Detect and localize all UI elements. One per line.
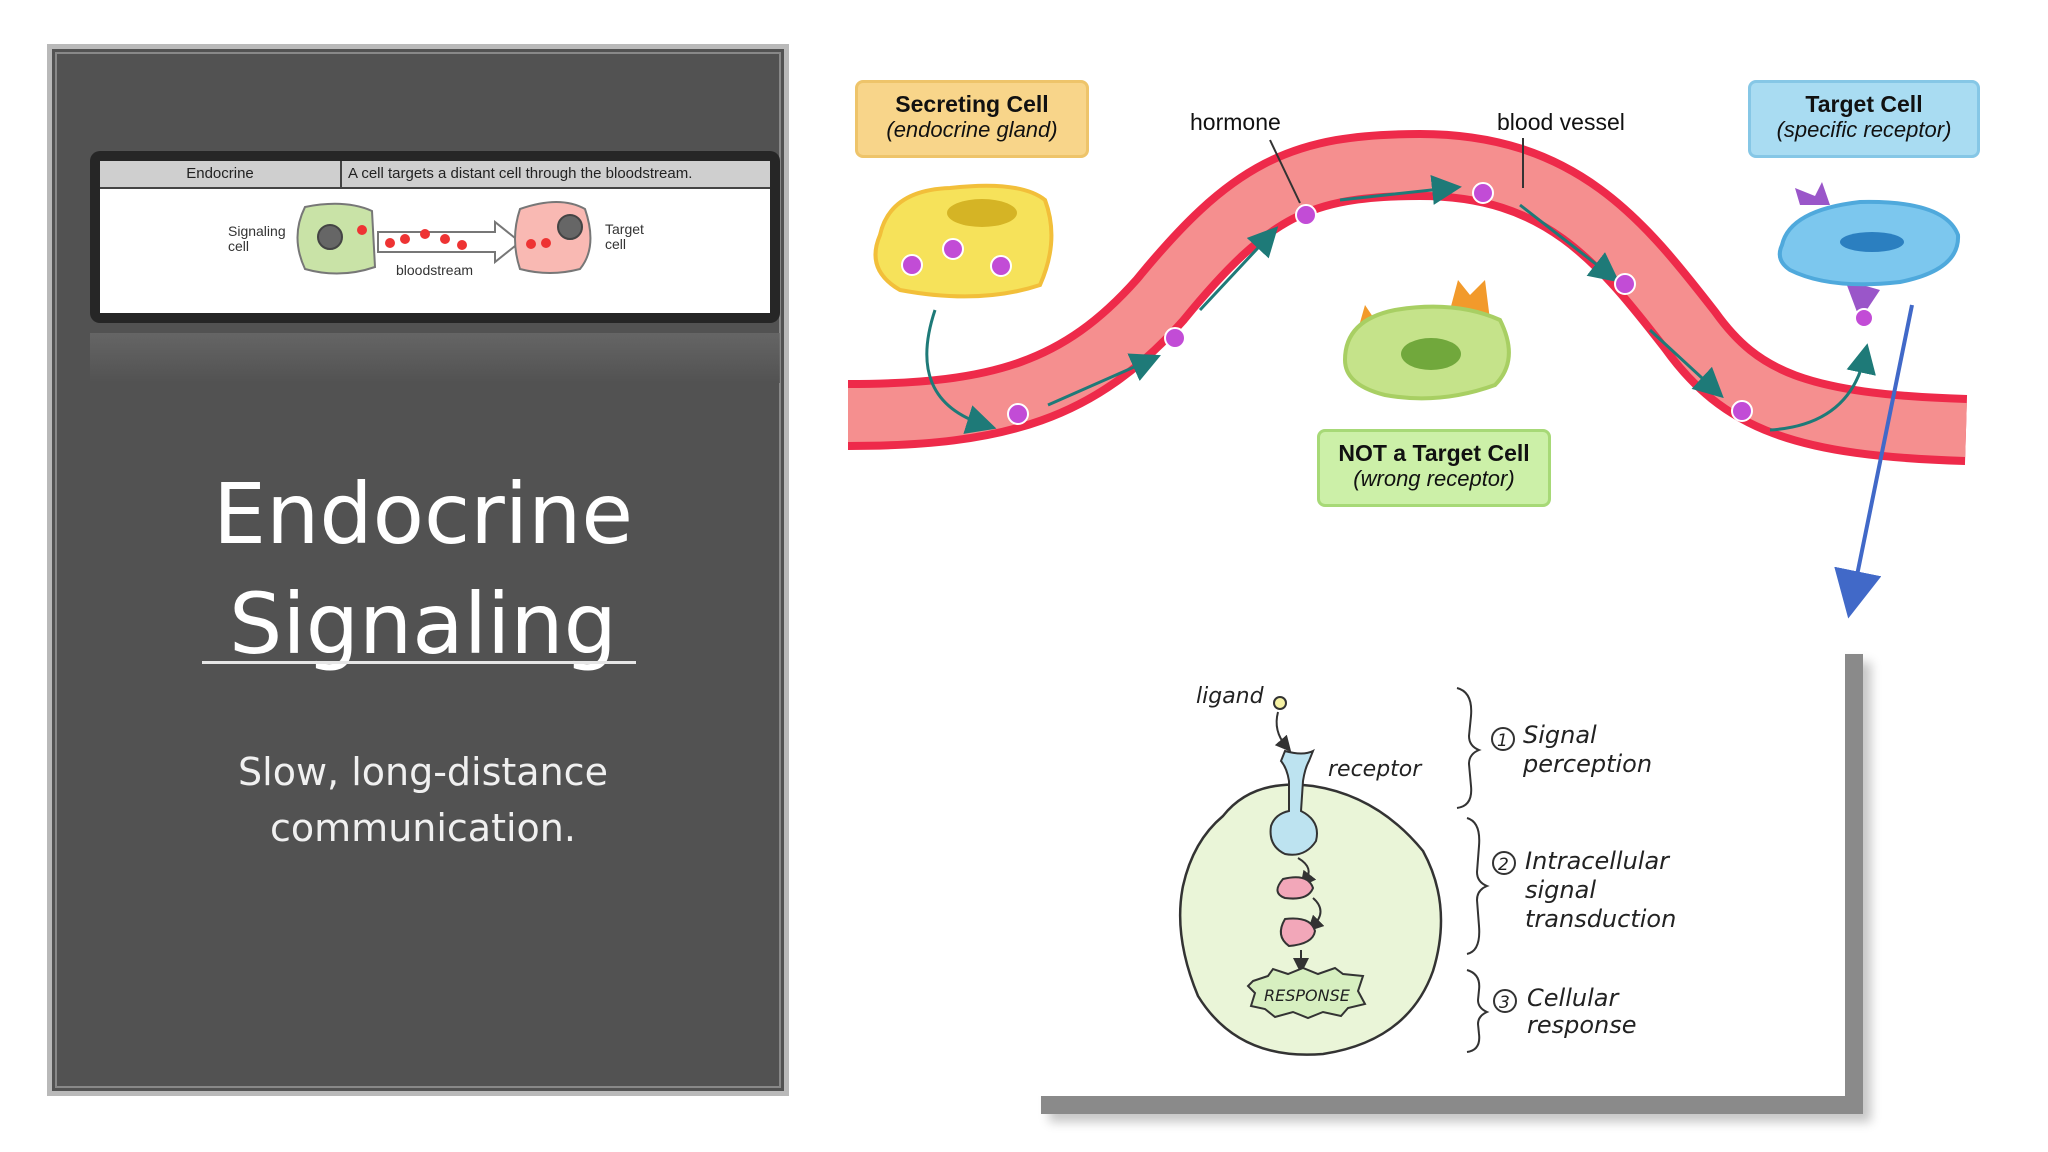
flow-arrow-4 — [1519, 203, 1620, 283]
step-1-line-2: perception — [1522, 750, 1652, 778]
title-divider — [202, 661, 636, 664]
blood-vessel-label: blood vessel — [1497, 109, 1625, 135]
slide-title: Endocrine Signaling — [52, 459, 794, 679]
thumb-target-label-1: Target — [605, 221, 644, 237]
ligand-molecule — [1273, 696, 1287, 710]
step-1-line-1: Signal — [1523, 721, 1597, 749]
slide-subtitle: Slow, long-distance communication. — [112, 744, 734, 856]
target-receptor-bottom — [1845, 280, 1880, 320]
response-label: RESPONSE — [1264, 986, 1351, 1005]
blood-vessel-lumen — [847, 137, 1967, 457]
brace-step-1 — [1456, 687, 1482, 809]
step-2-line-3: transduction — [1525, 905, 1676, 933]
step-2-number-circle — [1492, 851, 1516, 875]
secretion-arrow — [925, 309, 997, 434]
title-line-1: Endocrine — [213, 465, 633, 563]
subtitle-line-2: communication. — [270, 806, 576, 850]
flow-arrow-1 — [1047, 353, 1161, 407]
title-panel: Endocrine A cell targets a distant cell … — [47, 44, 789, 1096]
flow-arrow-5 — [1648, 328, 1724, 399]
thumbnail-header-type: Endocrine — [100, 161, 342, 187]
hormone-pointer — [1269, 139, 1301, 204]
target-nucleus — [1840, 232, 1904, 252]
step-3-number-circle — [1493, 989, 1517, 1013]
step-2-number: 2 — [1498, 855, 1509, 875]
secreting-cell-nucleus — [947, 199, 1017, 227]
thumb-signaling-label-2: cell — [228, 238, 249, 254]
signaling-steps-card: ligand receptor RESPONSE 1 Signal percep… — [1023, 636, 1845, 1096]
step-2-line-1: Intracellular — [1525, 847, 1671, 875]
step-1-number: 1 — [1497, 731, 1508, 751]
non-target-nucleus — [1401, 338, 1461, 370]
endocrine-pathway-diagram: hormone blood vessel — [847, 109, 1968, 619]
thumbnail-illustration: Signaling cell bloodstream Target cell — [228, 201, 644, 278]
target-cell-subtitle: (specific receptor) — [1776, 117, 1952, 142]
zoom-arrow — [1834, 304, 1914, 619]
step-3-line-1: Cellular — [1527, 984, 1620, 1012]
title-line-2: Signaling — [229, 575, 617, 673]
secreting-cell-subtitle: (endocrine gland) — [886, 117, 1058, 142]
hormone-label: hormone — [1190, 109, 1281, 135]
not-target-cell-label: NOT a Target Cell (wrong receptor) — [1317, 429, 1551, 507]
target-cell-label: Target Cell (specific receptor) — [1748, 80, 1980, 158]
target-cell-title: Target Cell — [1805, 91, 1923, 117]
response-badge — [1246, 966, 1367, 1020]
ligand-label: ligand — [1196, 684, 1265, 709]
signaling-steps-diagram: ligand receptor RESPONSE 1 Signal percep… — [1178, 684, 1676, 1056]
relay-protein-1 — [1276, 876, 1315, 900]
flow-arrow-3 — [1339, 175, 1462, 205]
receptor-protein — [1269, 748, 1318, 856]
not-target-title: a Target Cell — [1386, 440, 1530, 466]
brace-step-2 — [1466, 817, 1490, 955]
thumb-bloodstream-label: bloodstream — [396, 262, 473, 278]
thumb-target-label-2: cell — [605, 236, 626, 252]
thumbnail-header-description: A cell targets a distant cell through th… — [348, 165, 693, 182]
flow-arrow-2 — [1198, 226, 1279, 312]
target-receptor-top — [1795, 182, 1830, 205]
subtitle-line-1: Slow, long-distance — [238, 750, 608, 794]
step-1-number-circle — [1491, 727, 1515, 751]
step-2-line-2: signal — [1525, 876, 1596, 904]
endocrine-thumbnail: Endocrine A cell targets a distant cell … — [90, 151, 780, 323]
step-3-number: 3 — [1499, 993, 1510, 1013]
bound-hormone — [1854, 308, 1874, 328]
flow-arrow-6 — [1769, 343, 1876, 432]
not-target-bold: NOT — [1338, 440, 1387, 466]
receptor-label: receptor — [1328, 757, 1423, 782]
brace-step-3 — [1466, 969, 1490, 1053]
thumbnail-header: Endocrine A cell targets a distant cell … — [100, 161, 770, 189]
hormone-molecules — [1007, 182, 1753, 425]
relay-protein-2 — [1279, 917, 1317, 948]
step-3-line-2: response — [1527, 1011, 1637, 1039]
secreting-cell-label: Secreting Cell (endocrine gland) — [855, 80, 1089, 158]
thumbnail-reflection — [90, 333, 780, 383]
thumb-signaling-label-1: Signaling — [228, 223, 286, 239]
not-target-subtitle: (wrong receptor) — [1353, 466, 1515, 491]
secreting-cell-title: Secreting Cell — [895, 91, 1049, 117]
